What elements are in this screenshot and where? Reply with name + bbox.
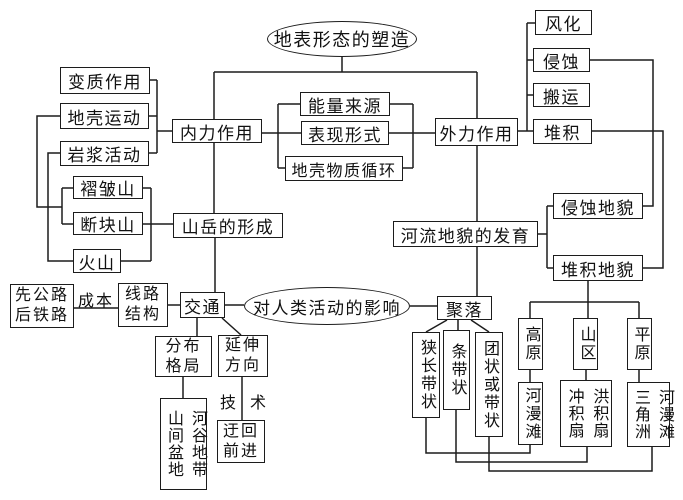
node-metamorphism: 变质作用 (60, 67, 150, 94)
node-basin-valley: 山间盆地 河谷地带 (160, 398, 207, 490)
node-fans: 冲积扇 洪积扇 (560, 380, 612, 447)
node-volcano: 火山 (73, 249, 121, 273)
node-winding-advance: 迂回前进 (217, 420, 265, 463)
edges-top-bracket (213, 56, 478, 119)
node-narrow-long-belt: 狭长带状 (412, 332, 440, 418)
fans-col-left: 冲积扇 (565, 388, 583, 439)
edges-middle-brackets (262, 103, 435, 169)
edges-mountain-group (36, 115, 216, 292)
human-impact-ellipse: 对人类活动的影响 (244, 287, 410, 325)
edges-traffic-chain (74, 304, 437, 420)
node-crustal-movement: 地壳运动 (60, 103, 149, 129)
node-weathering: 风化 (535, 10, 592, 35)
node-mountain-region: 山区 (573, 318, 598, 370)
node-plain: 平原 (627, 318, 652, 370)
node-floodplain: 河漫滩 (518, 382, 543, 445)
node-river-landform-development: 河流地貌的发育 (393, 221, 538, 247)
node-strip-belt: 条带状 (443, 330, 470, 410)
node-transportation: 搬运 (533, 83, 590, 107)
edge-label-cost: 成本 (78, 293, 115, 310)
node-crustal-material-cycle: 地壳物质循环 (285, 156, 403, 181)
edges-settlement-fan (425, 319, 490, 333)
edge-label-technology: 技术 (220, 395, 281, 412)
node-deposition-landform: 堆积地貌 (553, 255, 643, 281)
node-extension-direction: 延伸方向 (218, 335, 268, 377)
delta-col-left: 三角洲 (632, 389, 649, 440)
edges-left-bracket (149, 79, 172, 154)
node-internal-force: 内力作用 (172, 119, 262, 143)
edges-right-landforms (476, 59, 664, 296)
node-fold-mountain: 褶皱山 (73, 176, 143, 199)
node-manifestation: 表现形式 (301, 121, 389, 145)
edges-external-bracket (518, 22, 535, 132)
node-route-structure: 线路结构 (118, 283, 168, 327)
node-erosion: 侵蚀 (533, 48, 590, 72)
node-external-force: 外力作用 (435, 118, 518, 146)
node-deposition: 堆积 (533, 119, 592, 144)
node-traffic: 交通 (180, 292, 225, 318)
node-fault-block-mountain: 断块山 (73, 212, 143, 235)
node-delta-floodplain: 三角洲 河漫滩 (627, 382, 673, 447)
node-settlement: 聚落 (437, 296, 492, 320)
node-distribution-pattern: 分布格局 (155, 336, 212, 377)
edges-deposition-children (425, 281, 653, 472)
fans-col-right: 洪积扇 (590, 388, 608, 439)
node-energy-source: 能量来源 (300, 92, 390, 116)
node-road-before-rail: 先公路后铁路 (10, 284, 74, 328)
basin-valley-col-left: 山间盆地 (165, 410, 182, 478)
root-ellipse: 地表形态的塑造 (267, 21, 417, 57)
delta-col-right: 河漫滩 (656, 389, 673, 440)
node-magma-activity: 岩浆活动 (60, 141, 149, 166)
node-cluster-or-belt: 团状或带状 (475, 332, 503, 437)
basin-valley-col-right: 河谷地带 (189, 410, 206, 478)
node-mountain-formation: 山岳的形成 (173, 213, 283, 238)
node-plateau: 高原 (518, 318, 543, 370)
node-erosion-landform: 侵蚀地貌 (553, 193, 643, 219)
